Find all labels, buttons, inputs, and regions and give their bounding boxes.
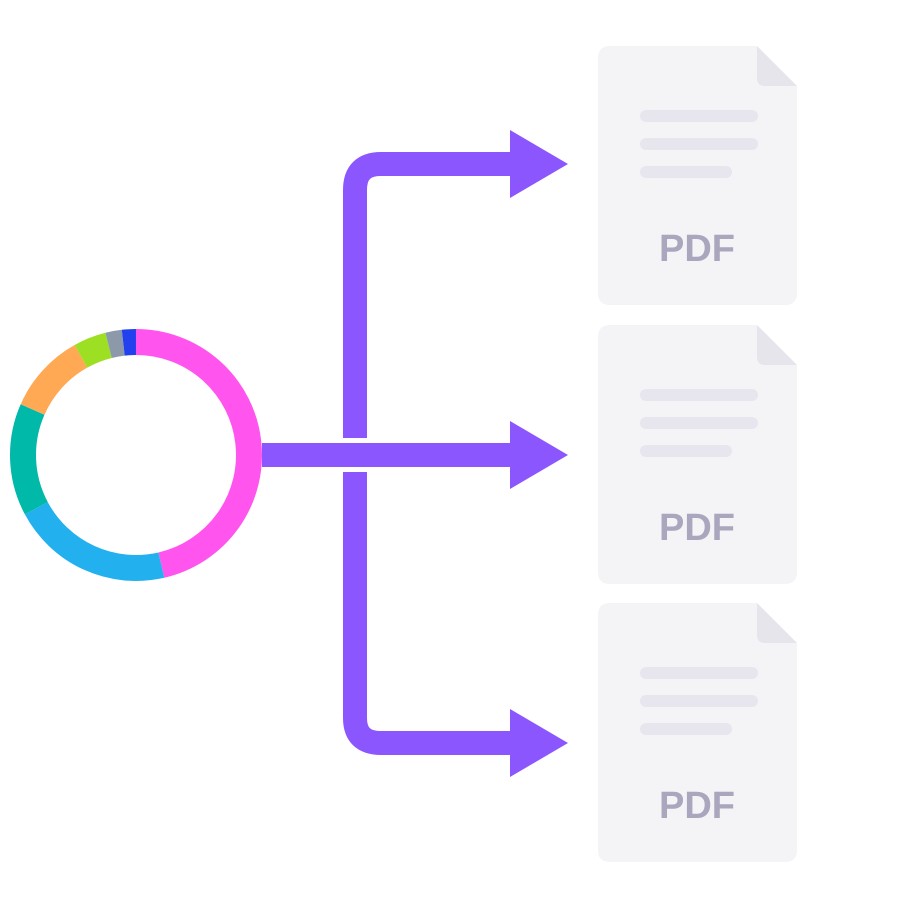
arrowhead-top — [510, 130, 568, 198]
donut-chart — [10, 329, 262, 581]
text-line-placeholder — [640, 138, 758, 150]
pdf-label: PDF — [659, 228, 735, 270]
pdf-label: PDF — [659, 785, 735, 827]
arrow-branch-top — [343, 152, 512, 438]
text-line-placeholder — [640, 445, 732, 457]
arrowhead-bottom — [510, 709, 568, 777]
pdf-document-icon: PDF — [598, 325, 797, 584]
text-line-placeholder — [640, 417, 758, 429]
arrow-branch-bottom — [343, 472, 512, 755]
arrowhead-middle — [510, 421, 568, 489]
pdf-document-icon: PDF — [598, 603, 797, 862]
pdf-label: PDF — [659, 507, 735, 549]
text-line-placeholder — [640, 166, 732, 178]
donut-segment-lime — [74, 332, 113, 368]
text-line-placeholder — [640, 723, 732, 735]
donut-segment-gray — [105, 329, 125, 359]
text-line-placeholder — [640, 389, 758, 401]
page-fold-corner — [757, 325, 797, 365]
donut-segment-sky-blue — [24, 501, 165, 581]
text-line-placeholder — [640, 695, 758, 707]
page-fold-corner — [757, 46, 797, 86]
page-fold-corner — [757, 603, 797, 643]
text-line-placeholder — [640, 667, 758, 679]
donut-segment-orange — [20, 344, 88, 416]
donut-segment-teal — [10, 404, 48, 515]
pdf-document-icon: PDF — [598, 46, 797, 305]
branch-arrows — [262, 130, 568, 777]
donut-segment-blue — [121, 329, 137, 356]
donut-segment-pink — [135, 329, 262, 578]
text-line-placeholder — [640, 110, 758, 122]
